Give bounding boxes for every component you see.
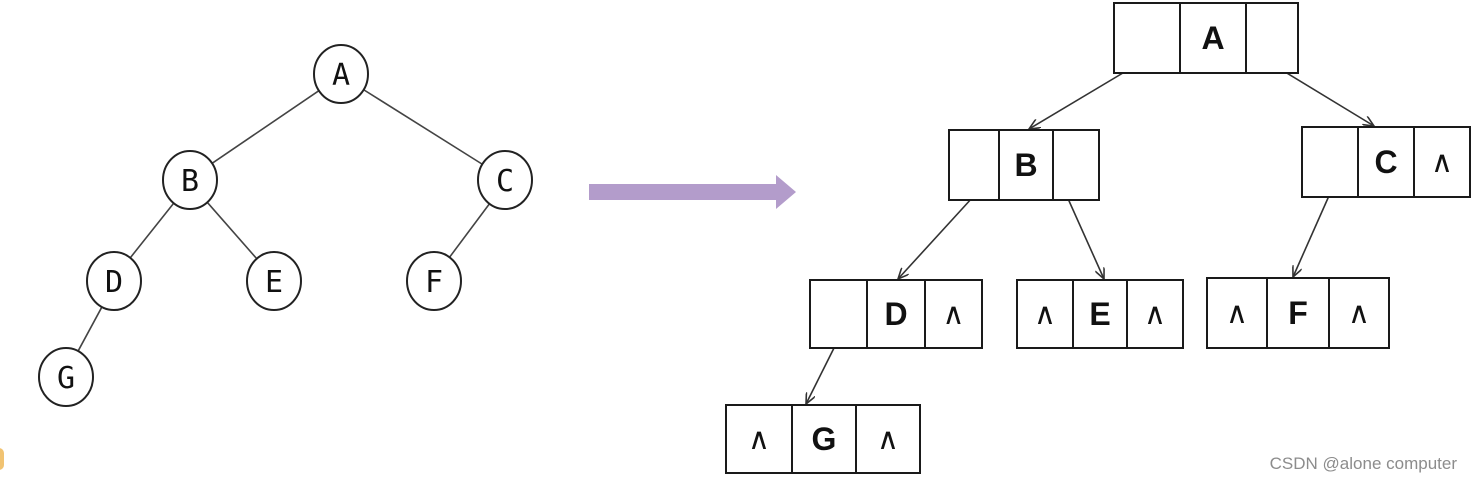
lchild-cell (1206, 277, 1268, 349)
transform-arrow-shape (589, 175, 796, 209)
rchild-cell (1245, 2, 1299, 74)
tree-edge-b-e (206, 201, 258, 260)
tree-node-circle (162, 150, 218, 210)
linked-node-f: ∧ F ∧ (1206, 277, 1390, 349)
tree-node-circle (313, 44, 369, 104)
lchild-cell (1016, 279, 1074, 349)
tree-node-f: F (406, 251, 462, 311)
lchild-cell (809, 279, 868, 349)
tree-node-label: D (105, 265, 123, 300)
tree-node-e: E (246, 251, 302, 311)
tree-node-label: B (181, 164, 199, 199)
edge-marker (0, 448, 4, 470)
lchild-cell (1301, 126, 1359, 198)
tree-node-label: F (425, 265, 443, 300)
tree-node-circle (38, 347, 94, 407)
rchild-cell (1126, 279, 1184, 349)
tree-node-circle (477, 150, 533, 210)
rchild-cell (855, 404, 921, 474)
linked-node-a: A (1113, 2, 1299, 74)
tree-node-label: C (496, 164, 514, 199)
null-pointer: ∧ (748, 422, 770, 457)
null-pointer: ∧ (1348, 296, 1370, 331)
data-field: F (1288, 295, 1308, 331)
data-field: D (884, 296, 907, 332)
data-field: G (812, 421, 837, 457)
tree-node-circle (86, 251, 142, 311)
tree-edge-c-f (448, 203, 491, 258)
linked-node-c: C∧ (1301, 126, 1471, 198)
tree-edges (77, 89, 491, 352)
tree-node-label: E (265, 265, 283, 300)
data-cell (1072, 279, 1128, 349)
rchild-cell (1328, 277, 1390, 349)
rchild-cell (1413, 126, 1471, 198)
tree-node-c: C (477, 150, 533, 210)
lchild-cell (1113, 2, 1181, 74)
null-pointer: ∧ (1431, 145, 1453, 180)
linked-node-d: D∧ (809, 279, 983, 349)
tree-node-circle (246, 251, 302, 311)
null-pointer: ∧ (1034, 297, 1056, 332)
tree-node-circle (406, 251, 462, 311)
data-field: B (1014, 147, 1037, 183)
tree-edge-d-g (77, 306, 103, 352)
data-field: E (1089, 296, 1110, 332)
null-pointer: ∧ (1144, 297, 1166, 332)
tree-node-label: G (57, 361, 75, 396)
tree-node-g: G (38, 347, 94, 407)
data-cell (791, 404, 857, 474)
pointer-b-lchild-to-d (898, 185, 984, 279)
data-cell (1266, 277, 1330, 349)
null-pointer: ∧ (877, 422, 899, 457)
lchild-cell (725, 404, 793, 474)
tree-node-a: A (313, 44, 369, 104)
tree-node-b: B (162, 150, 218, 210)
lchild-cell (948, 129, 1000, 201)
rchild-cell (924, 279, 983, 349)
tree-edge-b-d (129, 202, 175, 259)
watermark: CSDN @alone computer (1269, 454, 1457, 473)
linked-node-b: B (948, 129, 1100, 201)
null-pointer: ∧ (943, 297, 965, 332)
tree-edge-a-c (363, 89, 483, 165)
tree-node-label: A (332, 58, 350, 93)
linked-node-e: ∧ E ∧ (1016, 279, 1184, 349)
data-cell (866, 279, 926, 349)
data-cell (1357, 126, 1415, 198)
data-field: A (1201, 20, 1224, 56)
linked-node-g: ∧ G ∧ (725, 404, 921, 474)
tree-nodes: A B C D E F G (38, 44, 533, 407)
tree-node-d: D (86, 251, 142, 311)
tree-edge-a-b (211, 90, 320, 164)
null-pointer: ∧ (1226, 296, 1248, 331)
transform-arrow (589, 175, 796, 209)
pointer-arrows (806, 60, 1374, 404)
data-field: C (1374, 144, 1397, 180)
rchild-cell (1052, 129, 1100, 201)
